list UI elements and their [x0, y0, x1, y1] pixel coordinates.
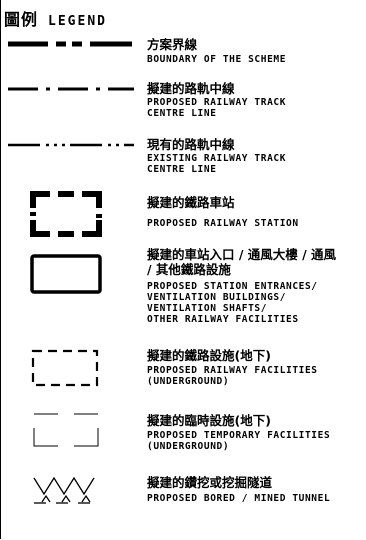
legend-item-7-en-2: (UNDERGROUND): [147, 441, 230, 452]
legend-item-6-en-1: PROPOSED RAILWAY FACILITIES: [147, 365, 318, 376]
legend-item-3-zh: 現有的路軌中線: [147, 137, 235, 152]
underground-facility-symbol: [31, 349, 99, 387]
legend-item-6-zh: 擬建的鐵路設施(地下): [147, 348, 271, 363]
legend-item-2-zh: 擬建的路軌中線: [147, 81, 235, 96]
station-entrance-symbol: [30, 254, 102, 294]
legend-item-4-en: PROPOSED RAILWAY STATION: [147, 218, 299, 229]
legend-item-8-en: PROPOSED BORED / MINED TUNNEL: [147, 493, 331, 504]
legend-item-2-en-1: PROPOSED RAILWAY TRACK: [147, 97, 287, 108]
legend-item-6-en-2: (UNDERGROUND): [147, 376, 230, 387]
legend-item-5-zh-2: / 其他鐵路設施: [147, 262, 231, 277]
legend-item-1-zh: 方案界線: [147, 37, 198, 52]
legend-item-5-en-3: VENTILATION SHAFTS/: [147, 303, 268, 314]
legend-item-5-en-1: PROPOSED STATION ENTRANCES/: [147, 281, 318, 292]
legend-item-5-en-2: VENTILATION BUILDINGS/: [147, 292, 287, 303]
legend-item-1-en: BOUNDARY OF THE SCHEME: [147, 54, 287, 65]
legend-item-5-en-4: OTHER RAILWAY FACILITIES: [147, 314, 299, 325]
legend-item-7-en-1: PROPOSED TEMPORARY FACILITIES: [147, 430, 331, 441]
railway-station-symbol: [30, 191, 102, 237]
legend-item-3-en-1: EXISTING RAILWAY TRACK: [147, 153, 287, 164]
bored-tunnel-symbol: [33, 476, 95, 504]
legend-item-8-zh: 擬建的鑽挖或挖掘隧道: [147, 475, 273, 490]
legend-item-7-zh: 擬建的臨時設施(地下): [147, 413, 271, 428]
legend-title-zh: 圖例: [4, 10, 39, 29]
legend-item-5-zh-1: 擬建的車站入口 / 通風大樓 / 通風: [147, 247, 337, 262]
legend-item-4-zh: 擬建的鐵路車站: [147, 195, 235, 210]
legend-item-2-en-2: CENTRE LINE: [147, 108, 217, 119]
proposed-track-line-symbol: [8, 87, 134, 91]
legend-title: 圖例 LEGEND: [4, 6, 107, 30]
boundary-line-symbol: [8, 41, 132, 47]
temporary-facility-symbol: [33, 413, 99, 447]
existing-track-line-symbol: [8, 143, 134, 147]
legend-title-en: LEGEND: [48, 14, 107, 29]
legend-item-3-en-2: CENTRE LINE: [147, 164, 217, 175]
